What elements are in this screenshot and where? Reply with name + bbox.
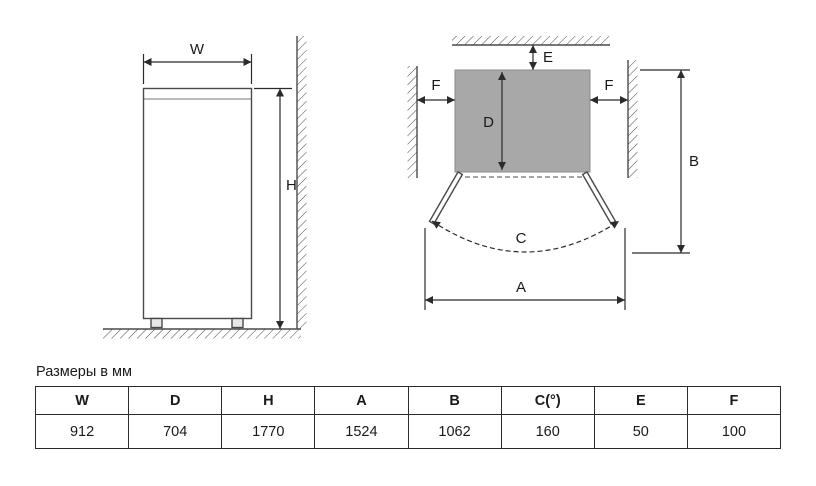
- table-value-cell-c: 160: [500, 414, 595, 449]
- front-view: [103, 36, 307, 339]
- table-header-row: W D H A B C(°) E F: [34, 386, 782, 415]
- fridge-top-rect: [454, 69, 591, 173]
- right-foot: [231, 317, 244, 329]
- dimension-diagram: W H E D F F: [103, 36, 699, 339]
- right-door-open: [581, 171, 617, 225]
- dim-b: [632, 69, 690, 254]
- table-header-cell-f: F: [686, 386, 782, 415]
- f-right-label: F: [604, 77, 613, 94]
- dim-w: [142, 54, 253, 84]
- e-label: E: [543, 49, 553, 66]
- left-door-open: [428, 171, 464, 225]
- top-wall-hatch: [452, 36, 610, 45]
- dim-a: [424, 228, 626, 310]
- table-value-cell-a: 1524: [314, 414, 409, 449]
- table-header-cell-c: C(°): [500, 386, 595, 415]
- left-foot: [150, 317, 163, 329]
- table-header-cell-e: E: [593, 386, 688, 415]
- table-header-cell-w: W: [34, 386, 130, 415]
- table-header-cell-b: B: [407, 386, 502, 415]
- table-value-cell-b: 1062: [407, 414, 502, 449]
- d-label: D: [483, 114, 494, 131]
- door-swing-arc: [431, 220, 620, 253]
- top-view: [407, 36, 638, 225]
- table-value-cell-e: 50: [593, 414, 688, 449]
- c-label: C: [516, 230, 527, 247]
- fridge-front-outline: [142, 87, 253, 320]
- table-header-cell-d: D: [128, 386, 223, 415]
- dim-c: [431, 220, 620, 253]
- floor-hatch: [103, 329, 301, 339]
- table-header-cell-h: H: [221, 386, 316, 415]
- left-wall-hatch: [407, 66, 417, 178]
- units-note: Размеры в мм: [36, 364, 132, 380]
- table-value-cell-h: 1770: [221, 414, 316, 449]
- w-label: W: [190, 41, 205, 58]
- h-label: H: [286, 177, 297, 194]
- table-value-row: 912 704 1770 1524 1062 160 50 100: [34, 414, 782, 449]
- f-left-label: F: [431, 77, 440, 94]
- right-wall-hatch: [628, 60, 638, 178]
- table-header-cell-a: A: [314, 386, 409, 415]
- wall-hatch: [297, 36, 307, 329]
- table-value-cell-d: 704: [128, 414, 223, 449]
- b-label: B: [689, 153, 699, 170]
- a-label: A: [516, 279, 526, 296]
- dimensions-table: W D H A B C(°) E F 912 704 1770 1524 106…: [34, 386, 782, 449]
- diagram-svg: W H E D F F: [103, 36, 699, 339]
- table-value-cell-w: 912: [34, 414, 130, 449]
- dim-h: [254, 87, 292, 329]
- table-value-cell-f: 100: [686, 414, 782, 449]
